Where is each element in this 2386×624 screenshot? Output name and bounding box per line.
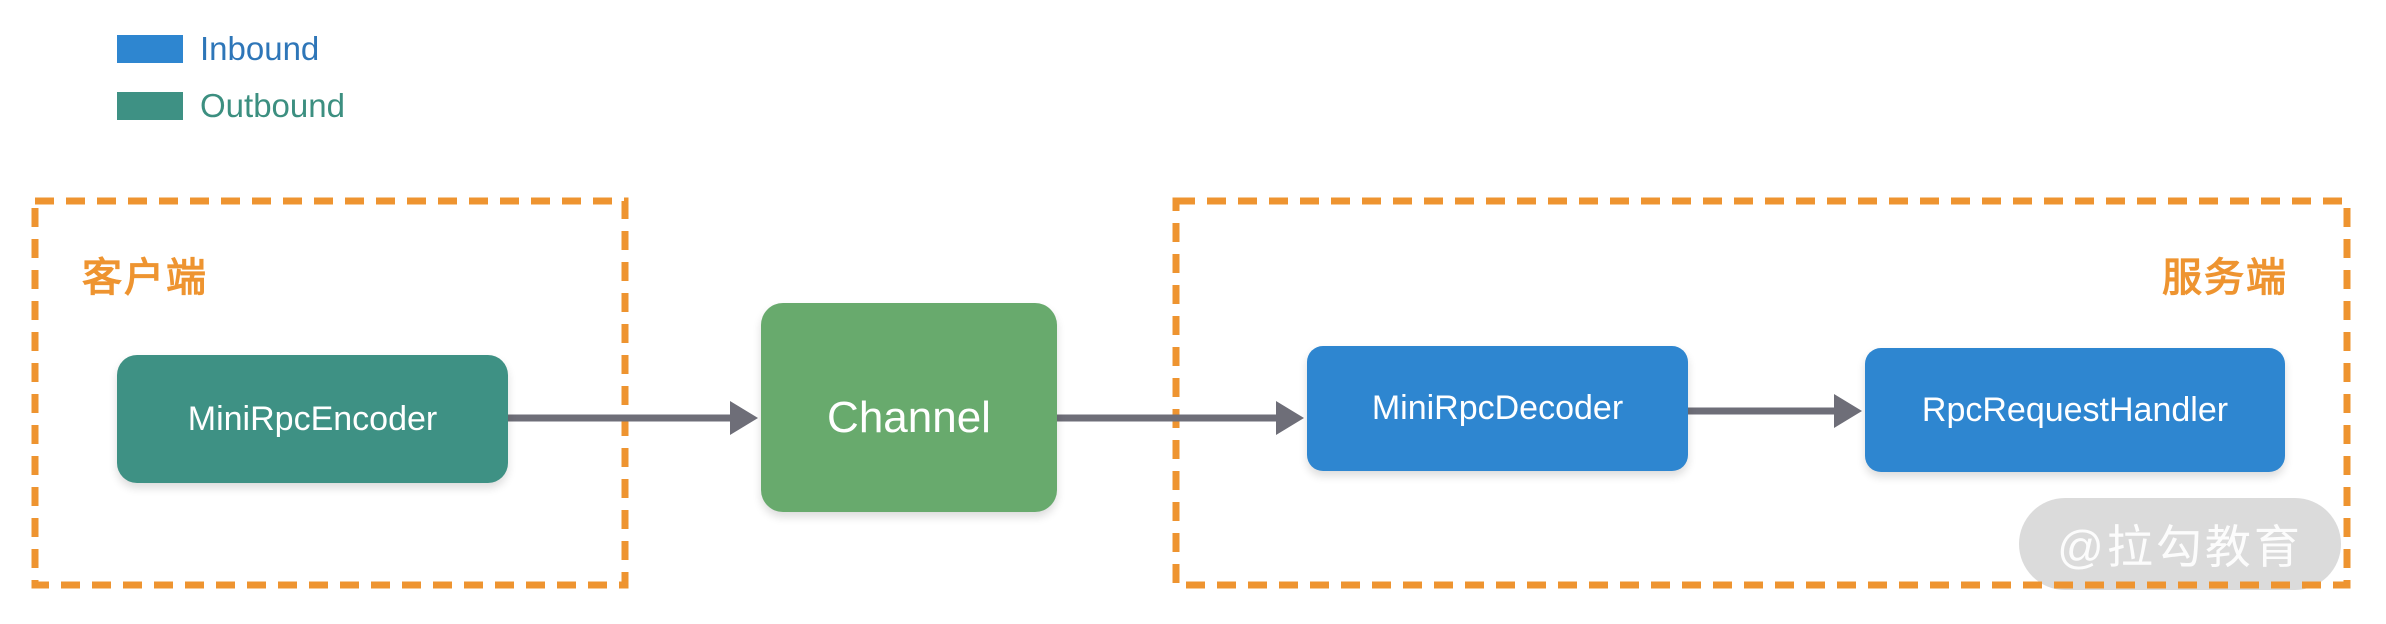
legend-item-inbound: Inbound <box>117 30 345 67</box>
inbound-color-swatch <box>117 35 183 63</box>
group-label-client: 客户端 <box>82 256 208 300</box>
legend: Inbound Outbound <box>117 30 345 149</box>
node-minirpcencoder: MiniRpcEncoder <box>117 355 508 483</box>
legend-label-inbound: Inbound <box>200 30 320 67</box>
group-label-server: 服务端 <box>2162 256 2288 300</box>
arrow-channel-to-decoder <box>1057 401 1304 435</box>
arrow-encoder-to-channel <box>508 401 758 435</box>
node-rpcrequesthandler-label: RpcRequestHandler <box>1921 390 2229 429</box>
legend-label-outbound: Outbound <box>200 87 345 124</box>
server-group-border <box>1172 197 2351 589</box>
arrow-decoder-to-handler <box>1688 394 1862 428</box>
legend-item-outbound: Outbound <box>117 87 345 124</box>
node-channel-label: Channel <box>827 392 991 442</box>
watermark: @拉勾教育 <box>2019 498 2341 590</box>
node-minirpcencoder-label: MiniRpcEncoder <box>187 399 438 438</box>
node-channel: Channel <box>761 303 1057 512</box>
outbound-color-swatch <box>117 92 183 120</box>
watermark-text: @拉勾教育 <box>2057 521 2303 573</box>
node-rpcrequesthandler: RpcRequestHandler <box>1865 348 2285 472</box>
client-group-border <box>31 197 629 589</box>
node-minirpcdecoder: MiniRpcDecoder <box>1307 346 1688 471</box>
node-minirpcdecoder-label: MiniRpcDecoder <box>1371 389 1624 427</box>
